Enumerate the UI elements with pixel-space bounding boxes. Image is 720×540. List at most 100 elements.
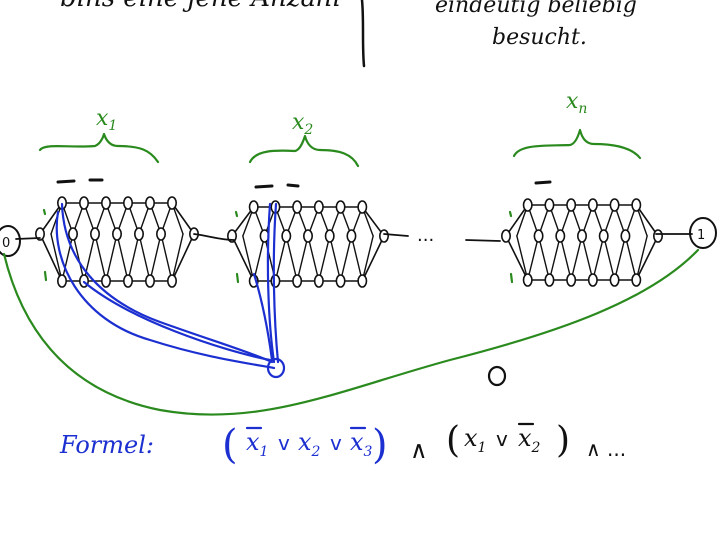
gadget-cross-edge bbox=[559, 235, 572, 281]
gadget-cross-edge bbox=[149, 233, 162, 282]
clause-edge bbox=[60, 202, 274, 364]
gadget-cross-edge bbox=[138, 233, 151, 282]
gadget-node bbox=[123, 274, 134, 288]
gadget-cross-edge bbox=[527, 235, 540, 281]
green-tick bbox=[235, 272, 240, 284]
top-dash bbox=[56, 179, 76, 184]
or-operator: v bbox=[278, 431, 290, 455]
chain-ellipsis: ... bbox=[417, 225, 434, 246]
end-node-label: 1 bbox=[697, 228, 705, 243]
clause-edge bbox=[272, 202, 280, 364]
gadget-node bbox=[566, 273, 577, 287]
literal: x1 bbox=[464, 424, 486, 456]
gadget-cross-edge bbox=[592, 235, 605, 281]
gadget-node bbox=[123, 196, 134, 210]
and-operator: ∧ bbox=[410, 436, 428, 464]
connector-x2-dots bbox=[383, 233, 409, 237]
formula-trailing: ∧ ... bbox=[586, 437, 626, 461]
end-node bbox=[689, 217, 717, 249]
gadget-node bbox=[357, 274, 368, 288]
label-x1: x1 bbox=[96, 106, 117, 134]
gadget-node bbox=[56, 274, 67, 288]
gadget-node bbox=[609, 198, 620, 212]
formula-label: Formel: bbox=[59, 431, 154, 459]
clause-edge bbox=[266, 202, 276, 364]
gadget-node bbox=[167, 196, 178, 210]
or-operator: v bbox=[496, 427, 508, 451]
gadget-cross-edge bbox=[296, 235, 309, 282]
gadget-node bbox=[598, 229, 609, 243]
gadget-cross-edge bbox=[50, 233, 63, 282]
gadget-node bbox=[34, 227, 45, 241]
start-node-label: 0 bbox=[2, 236, 10, 251]
clause-node bbox=[266, 357, 286, 379]
gadget-cross-edge bbox=[94, 233, 107, 282]
connector-dots-xn bbox=[465, 239, 501, 242]
gadget-cross-edge bbox=[307, 235, 320, 282]
gadget-node bbox=[335, 200, 346, 214]
gadget-node bbox=[566, 198, 577, 212]
green-tick bbox=[508, 210, 513, 218]
clause-node-2 bbox=[487, 365, 507, 387]
gadget-node bbox=[68, 227, 79, 241]
gadget-node bbox=[90, 227, 101, 241]
gadget-node bbox=[335, 274, 346, 288]
green-tick bbox=[43, 270, 48, 282]
gadget-cross-edge bbox=[329, 235, 342, 282]
gadget-xn bbox=[500, 198, 663, 287]
gadget-node bbox=[576, 229, 587, 243]
top-right-note-line-1: eindeutig beliebig bbox=[435, 0, 637, 18]
gadget-node bbox=[357, 200, 368, 214]
gadget-node bbox=[145, 274, 156, 288]
gadget-node bbox=[587, 273, 598, 287]
literal: x1 bbox=[246, 428, 268, 460]
separator-stroke bbox=[360, 0, 366, 68]
clause-2-open-paren: ( bbox=[446, 420, 460, 461]
gadget-cross-edge bbox=[537, 235, 551, 281]
gadget-node bbox=[609, 273, 620, 287]
gadget-cross-edge bbox=[635, 235, 648, 281]
gadget-cross-edge bbox=[72, 233, 85, 282]
gadget-cross-edge bbox=[350, 235, 363, 282]
gadget-cross-edge bbox=[127, 233, 140, 282]
gadget-node bbox=[522, 273, 533, 287]
gadget-node bbox=[631, 198, 642, 212]
connector-x1-x2 bbox=[193, 233, 235, 241]
gadget-cross-edge bbox=[361, 235, 374, 282]
gadget-node bbox=[302, 229, 313, 243]
gadget-cross-edge bbox=[603, 235, 616, 281]
gadget-cross-edge bbox=[105, 233, 118, 282]
brace-x2 bbox=[248, 134, 360, 168]
gadget-cross-edge bbox=[253, 235, 266, 282]
gadget-x1 bbox=[34, 196, 200, 288]
gadget-node bbox=[500, 229, 511, 243]
start-node bbox=[0, 225, 21, 257]
gadget-cross-edge bbox=[613, 235, 627, 281]
gadget-node bbox=[544, 273, 555, 287]
clause-edges bbox=[55, 202, 280, 370]
label-xn: xn bbox=[566, 89, 587, 117]
gadget-node bbox=[270, 274, 281, 288]
top-dash bbox=[286, 183, 300, 188]
top-dash bbox=[254, 184, 274, 189]
gadget-cross-edge bbox=[242, 235, 255, 282]
green-tick bbox=[509, 272, 514, 284]
gadget-node bbox=[544, 198, 555, 212]
gadget-node bbox=[313, 274, 324, 288]
brace-xn bbox=[512, 128, 642, 160]
green-tick bbox=[234, 210, 239, 218]
gadget-cross-edge bbox=[581, 235, 594, 281]
gadget-node bbox=[248, 200, 259, 214]
gadget-x2 bbox=[227, 200, 389, 288]
top-dash bbox=[534, 180, 552, 185]
gadget-cross-edge bbox=[61, 233, 74, 282]
green-tick bbox=[42, 208, 47, 216]
gadget-node bbox=[156, 227, 167, 241]
gadget-node bbox=[313, 200, 324, 214]
return-path bbox=[2, 248, 700, 416]
gadget-node bbox=[378, 229, 389, 243]
gadget-cross-edge bbox=[548, 235, 561, 281]
literal: x2 bbox=[298, 428, 321, 460]
gadget-node bbox=[292, 274, 303, 288]
